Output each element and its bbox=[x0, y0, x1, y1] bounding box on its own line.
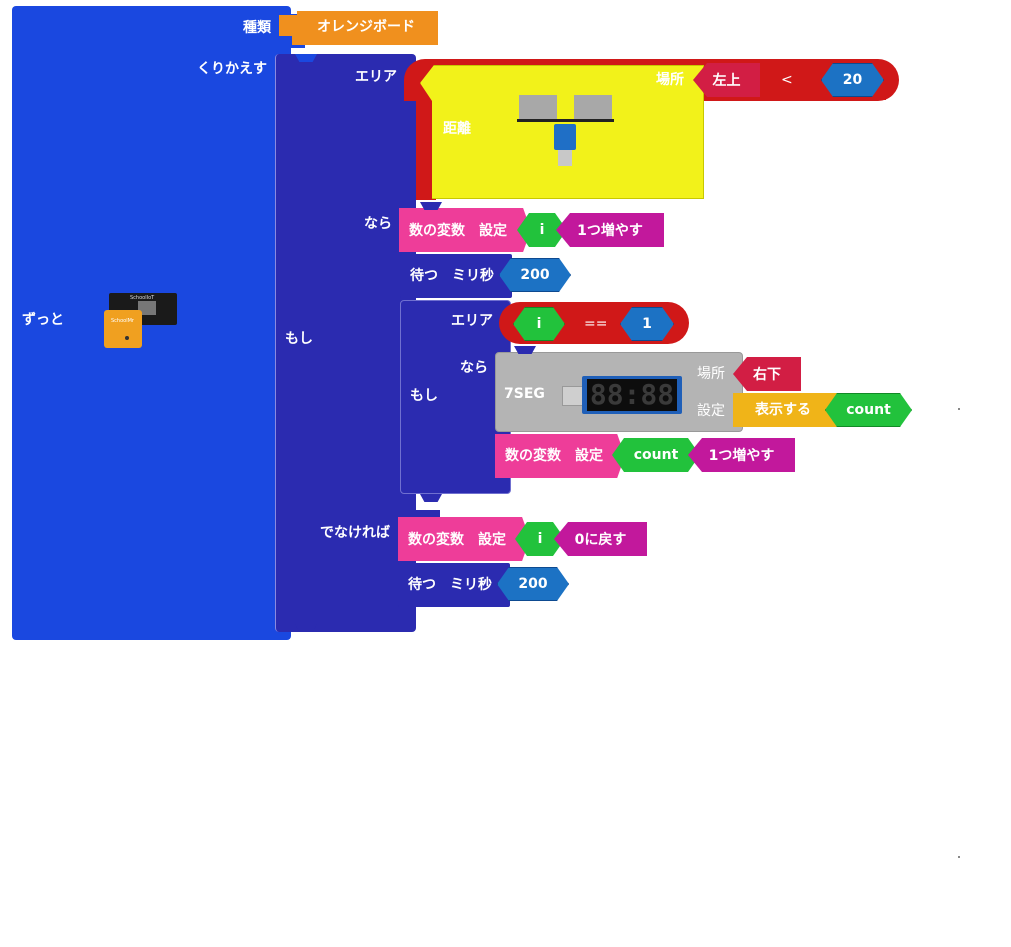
var-set-count-var[interactable]: count bbox=[612, 438, 700, 472]
scroll-marker bbox=[958, 856, 960, 858]
var-set-i-label: 数の変数 設定 bbox=[409, 223, 507, 239]
else-branch-top bbox=[398, 510, 440, 520]
seven-seg-position-dropdown[interactable]: 右下 bbox=[733, 357, 801, 391]
inner-condition-left[interactable]: i bbox=[513, 307, 565, 341]
board-type-value: オレンジボード bbox=[317, 19, 415, 35]
seven-seg-setting-dropdown[interactable] bbox=[733, 393, 843, 427]
scroll-marker bbox=[958, 408, 960, 410]
var-set-count-action[interactable]: 1つ増やす bbox=[688, 438, 795, 472]
seven-seg-display: 88:88 bbox=[562, 376, 683, 414]
distance-sensor-label: 距離 bbox=[443, 121, 471, 137]
inner-condition-right[interactable]: 1 bbox=[620, 307, 674, 341]
outer-if-label: もし bbox=[285, 331, 313, 347]
var-set-i-increment-block[interactable] bbox=[399, 208, 531, 252]
ultrasonic-sensor-image bbox=[516, 94, 616, 166]
repeat-block[interactable] bbox=[275, 54, 416, 632]
seven-seg-var[interactable]: count bbox=[825, 393, 912, 427]
var-set-reset-action[interactable]: 0に戻す bbox=[554, 522, 647, 556]
wait-block-1[interactable] bbox=[400, 254, 512, 298]
distance-position-dropdown[interactable]: 左上 bbox=[693, 63, 760, 97]
board-type-label: 種類 bbox=[243, 20, 271, 36]
var-set-reset-label: 数の変数 設定 bbox=[408, 532, 506, 548]
wait-1-ms-input[interactable]: 200 bbox=[499, 258, 571, 292]
distance-position-label: 場所 bbox=[656, 72, 684, 88]
distance-condition-bottom bbox=[760, 90, 886, 100]
seven-seg-setting-label: 設定 bbox=[697, 403, 725, 419]
wait-2-ms-input[interactable]: 200 bbox=[497, 567, 569, 601]
seven-seg-setting-value: 表示する bbox=[755, 402, 811, 418]
wait-1-label: 待つ ミリ秒 bbox=[410, 268, 494, 284]
var-set-count-label: 数の変数 設定 bbox=[505, 448, 603, 464]
seven-seg-position-label: 場所 bbox=[697, 366, 725, 382]
outer-if-else-label: でなければ bbox=[320, 525, 390, 541]
board-image: SchoolIoT SchoolMr bbox=[104, 292, 179, 350]
board-type-dropdown[interactable] bbox=[297, 11, 438, 45]
forever-label: ずっと bbox=[22, 312, 64, 328]
var-set-i-reset-block[interactable] bbox=[398, 517, 530, 561]
distance-condition-body bbox=[416, 80, 436, 200]
seven-seg-digits: 88:88 bbox=[587, 379, 677, 411]
wait-block-2[interactable] bbox=[398, 563, 510, 607]
repeat-label: くりかえす bbox=[197, 61, 267, 77]
outer-if-area-label: エリア bbox=[355, 69, 397, 85]
var-set-count-block[interactable] bbox=[495, 434, 625, 478]
seven-seg-label: 7SEG bbox=[504, 386, 545, 402]
inner-if-label: もし bbox=[410, 388, 438, 404]
inner-if-area-label: エリア bbox=[451, 313, 493, 329]
inner-if-block[interactable] bbox=[400, 300, 511, 494]
wait-2-label: 待つ ミリ秒 bbox=[408, 577, 492, 593]
inner-condition-operator[interactable]: == bbox=[584, 316, 608, 332]
distance-operator[interactable]: < bbox=[781, 72, 793, 88]
outer-if-then-label: なら bbox=[364, 216, 392, 232]
distance-threshold-input[interactable]: 20 bbox=[821, 63, 884, 97]
inner-if-then-label: なら bbox=[460, 360, 488, 376]
var-set-i-action[interactable]: 1つ増やす bbox=[556, 213, 664, 247]
